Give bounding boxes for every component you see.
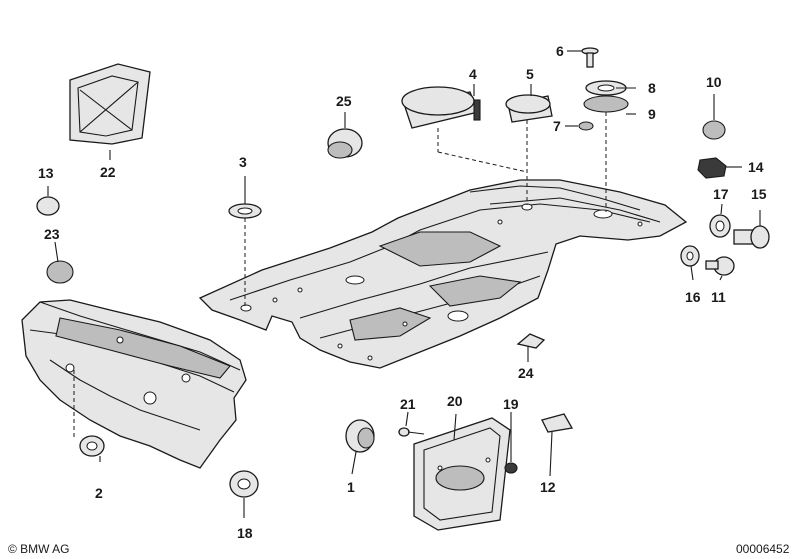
label-part-8: 8 xyxy=(648,80,656,96)
grommet-1 xyxy=(345,419,375,453)
label-part-9: 9 xyxy=(648,106,656,122)
image-number: 00006452 xyxy=(736,542,790,556)
label-part-20: 20 xyxy=(447,393,463,409)
cover-23 xyxy=(46,260,74,284)
floor-pan xyxy=(198,179,688,369)
firewall-panel xyxy=(21,299,247,469)
grommet-8-9 xyxy=(583,80,629,113)
label-part-25: 25 xyxy=(336,93,352,109)
label-part-15: 15 xyxy=(751,186,767,202)
nut-7 xyxy=(578,121,594,131)
label-part-12: 12 xyxy=(540,479,556,495)
label-part-17: 17 xyxy=(713,186,729,202)
label-part-4: 4 xyxy=(469,66,477,82)
label-part-14: 14 xyxy=(748,159,764,175)
bolt-15 xyxy=(733,225,770,249)
label-part-23: 23 xyxy=(44,226,60,242)
cap-4 xyxy=(401,86,481,129)
cover-plate-22 xyxy=(69,63,151,145)
label-part-7: 7 xyxy=(553,118,561,134)
plug-10 xyxy=(702,120,726,140)
label-part-11: 11 xyxy=(711,289,726,305)
screw-21 xyxy=(398,427,425,437)
label-part-2: 2 xyxy=(95,485,103,501)
nut-19 xyxy=(504,462,518,474)
cap-24 xyxy=(516,333,546,349)
grommet-18 xyxy=(229,470,259,498)
nut-16 xyxy=(680,245,700,267)
plug-25 xyxy=(327,128,363,159)
label-part-6: 6 xyxy=(556,43,564,59)
label-part-3: 3 xyxy=(239,154,247,170)
label-part-13: 13 xyxy=(38,165,54,181)
copyright-text: © BMW AG xyxy=(8,542,70,556)
label-part-21: 21 xyxy=(400,396,416,412)
plug-13 xyxy=(36,196,60,216)
label-part-19: 19 xyxy=(503,396,519,412)
pad-12 xyxy=(541,413,574,433)
label-part-22: 22 xyxy=(100,164,116,180)
label-part-24: 24 xyxy=(518,365,534,381)
washer-17 xyxy=(709,214,731,238)
block-14 xyxy=(697,157,727,179)
assembly-lines xyxy=(47,50,761,518)
screw-6 xyxy=(581,47,599,68)
label-part-10: 10 xyxy=(706,74,722,90)
grommet-3 xyxy=(228,203,262,219)
grommet-2 xyxy=(79,435,105,457)
label-part-5: 5 xyxy=(526,66,534,82)
cap-5 xyxy=(505,94,553,123)
label-part-16: 16 xyxy=(685,289,701,305)
label-part-18: 18 xyxy=(237,525,253,541)
access-panel-20 xyxy=(413,417,511,531)
label-part-1: 1 xyxy=(347,479,355,495)
screw-11 xyxy=(705,256,735,276)
